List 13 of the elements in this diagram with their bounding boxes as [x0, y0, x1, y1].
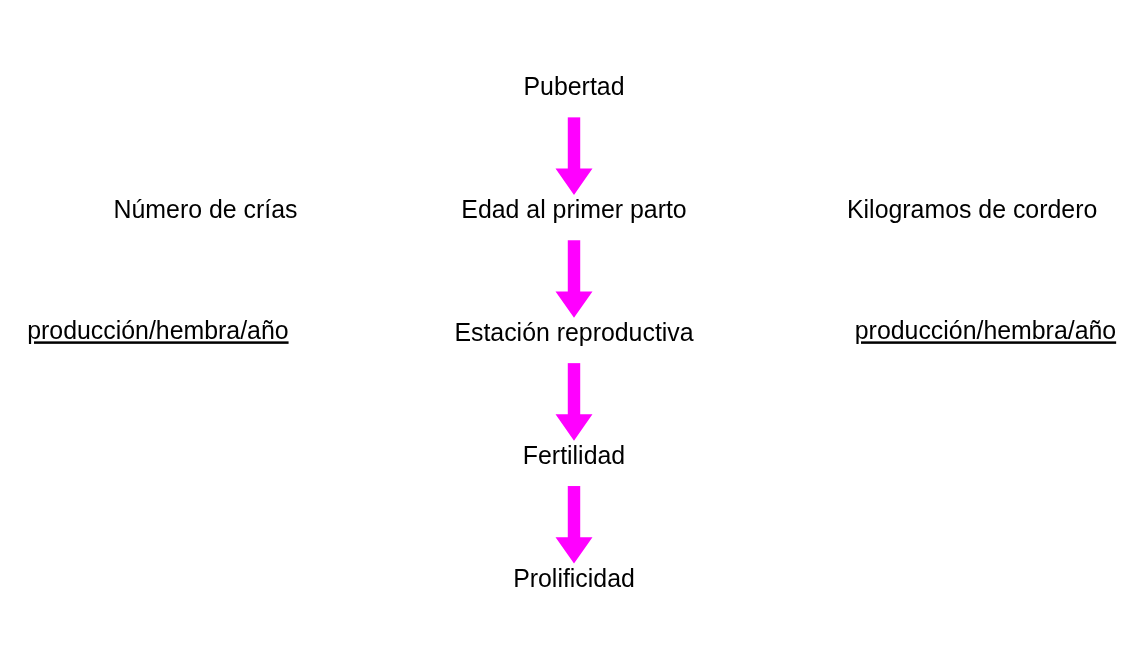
label: producción/hembra/año: [854, 315, 1117, 344]
node-text: Edad al primer parto: [461, 194, 687, 223]
arrow: [555, 116, 593, 195]
label: producción/hembra/año: [27, 315, 289, 344]
arrow: [555, 362, 593, 441]
node-text: Estación reproductiva: [454, 317, 694, 346]
node-text: Fertilidad: [522, 440, 626, 469]
label: Kilogramos de cordero: [847, 194, 1098, 223]
node-text: Prolificidad: [513, 563, 635, 592]
label: Número de crías: [113, 194, 298, 223]
arrow: [555, 239, 593, 318]
node-text: Pubertad: [523, 71, 625, 100]
arrow: [555, 485, 593, 564]
